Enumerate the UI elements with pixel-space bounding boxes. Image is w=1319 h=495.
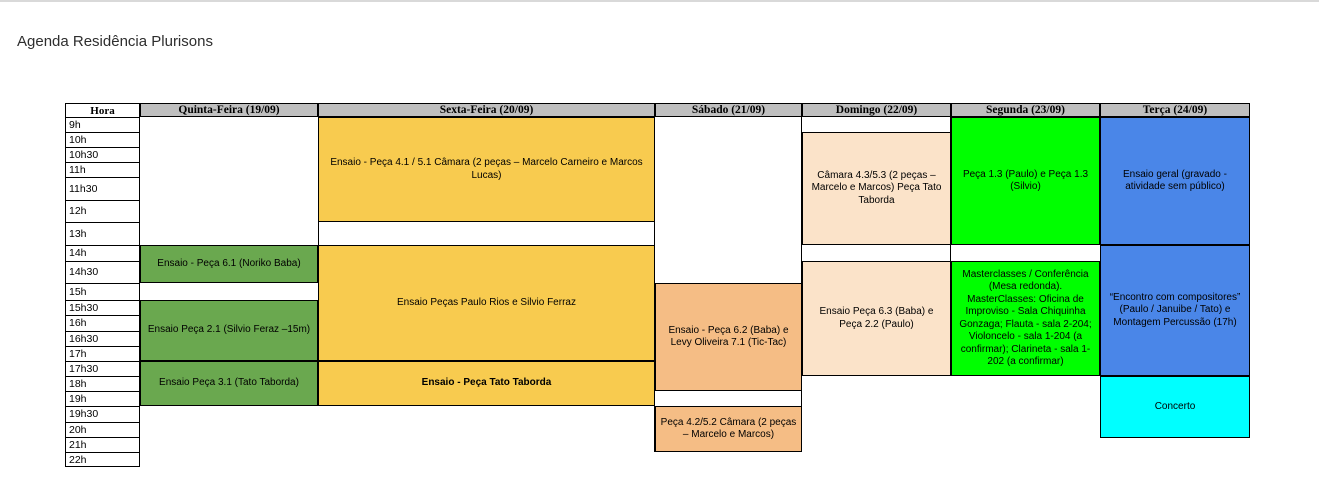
time-cell: 15h [66,284,139,301]
page-title: Agenda Residência Plurisons [17,33,213,50]
hora-header: Hora [66,104,139,118]
day-header-segunda: Segunda (23/09) [951,103,1100,117]
time-cell: 15h30 [66,301,139,316]
time-cell: 22h [69,454,87,467]
event-segunda-masterclasses: Masterclasses / Conferência (Mesa redond… [951,261,1100,376]
event-segunda-peca-1-3: Peça 1.3 (Paulo) e Peça 1.3 (Silvio) [951,117,1100,245]
time-cell: 13h [66,223,139,246]
time-cell: 12h [66,201,139,223]
time-cell: 18h [66,377,139,392]
time-cell: 17h [66,347,139,362]
time-cell: 9h [66,118,139,133]
time-cell: 19h30 [66,407,139,423]
time-cell: 10h30 [66,148,139,163]
day-header-quinta: Quinta-Feira (19/09) [140,103,318,117]
event-quinta-peca-3-1: Ensaio Peça 3.1 (Tato Taborda) [140,361,318,406]
event-quinta-peca-2-1: Ensaio Peça 2.1 (Silvio Feraz –15m) [140,300,318,361]
day-header-terca: Terça (24/09) [1100,103,1250,117]
event-terca-ensaio-geral: Ensaio geral (gravado - atividade sem pú… [1100,117,1250,245]
time-cell: 10h [66,133,139,148]
top-border-strip [0,0,1319,2]
event-domingo-camara-4-3-5-3: Câmara 4.3/5.3 (2 peças – Marcelo e Marc… [802,132,951,245]
event-terca-concerto: Concerto [1100,376,1250,438]
event-sabado-peca-6-2-levy: Ensaio - Peça 6.2 (Baba) e Levy Oliveira… [655,283,802,391]
day-header-sexta: Sexta-Feira (20/09) [318,103,655,117]
event-quinta-peca-6-1: Ensaio - Peça 6.1 (Noriko Baba) [140,245,318,283]
time-cell: 17h30 [66,362,139,377]
time-cell: 16h30 [66,332,139,347]
time-cell: 11h30 [66,178,139,201]
time-cell: 14h [66,246,139,262]
column-separator [950,117,951,376]
event-terca-encontro-compositores: “Encontro com compositores” (Paulo / Jan… [1100,245,1250,376]
event-sexta-camara-4-1-5-1: Ensaio - Peça 4.1 / 5.1 Câmara (2 peças … [318,117,655,222]
time-cell: 19h [66,392,139,407]
event-sabado-camara-4-2-5-2: Peça 4.2/5.2 Câmara (2 peças – Marcelo e… [655,406,802,452]
time-cell: 14h30 [66,262,139,284]
hora-column: Hora 9h 10h 10h30 11h 11h30 12h 13h 14h … [65,103,140,467]
day-header-domingo: Domingo (22/09) [802,103,951,117]
time-cell: 11h [66,163,139,178]
time-cell: 20h [66,423,139,438]
time-cell: 16h [66,316,139,332]
event-sexta-tato-taborda: Ensaio - Peça Tato Taborda [318,361,655,406]
time-cell: 21h [66,438,139,453]
day-header-sabado: Sábado (21/09) [655,103,802,117]
event-domingo-peca-6-3: Ensaio Peça 6.3 (Baba) e Peça 2.2 (Paulo… [802,261,951,376]
event-sexta-paulo-rios-silvio-ferraz: Ensaio Peças Paulo Rios e Silvio Ferraz [318,245,655,361]
